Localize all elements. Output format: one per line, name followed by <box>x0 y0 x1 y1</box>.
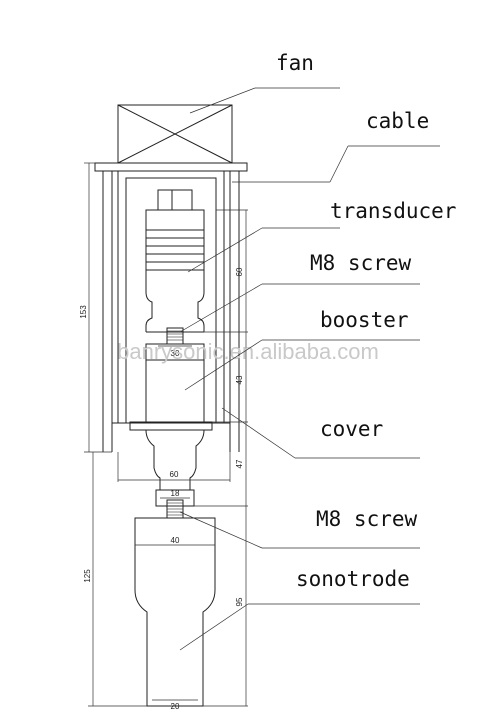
transducer-body <box>145 189 205 333</box>
fan-box <box>117 104 233 164</box>
dim-43: 43 <box>235 375 244 384</box>
dim-95: 95 <box>235 597 244 606</box>
dimension-lines <box>84 162 248 707</box>
watermark-text: banrysonic.en.alibaba.com <box>117 339 379 364</box>
leader-lines <box>179 87 440 651</box>
dim-40: 40 <box>171 536 180 545</box>
label-cable: cable <box>366 109 429 133</box>
m8-screw-top <box>166 327 184 345</box>
m8-screw-bottom <box>166 499 184 519</box>
label-m8-screw-top: M8 screw <box>310 251 412 275</box>
sonotrode-body <box>134 517 216 707</box>
dim-18: 18 <box>171 489 180 498</box>
label-fan: fan <box>276 51 314 75</box>
dim-60-vertical: 60 <box>235 267 244 276</box>
dim-153: 153 <box>79 305 88 319</box>
dim-20: 20 <box>171 702 180 711</box>
label-sonotrode: sonotrode <box>296 567 410 591</box>
dim-125: 125 <box>83 569 92 583</box>
dim-30: 30 <box>171 349 180 358</box>
dim-47: 47 <box>235 459 244 468</box>
dim-60-horizontal: 60 <box>170 470 179 479</box>
label-transducer: transducer <box>330 199 456 223</box>
label-cover: cover <box>320 417 383 441</box>
booster-body <box>145 343 205 423</box>
label-m8-screw-bottom: M8 screw <box>316 507 418 531</box>
housing <box>112 170 230 431</box>
label-booster: booster <box>320 308 409 332</box>
